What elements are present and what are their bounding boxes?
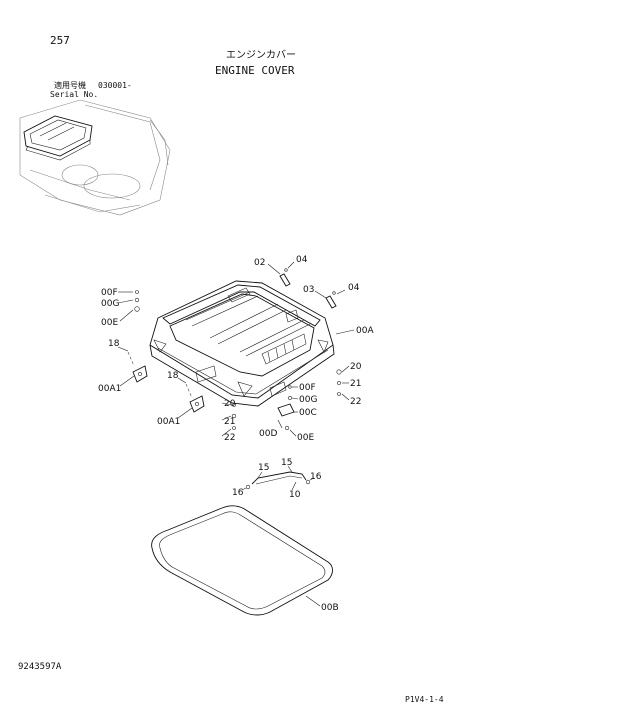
callout-00d: 00D (259, 429, 277, 439)
stay-rod-10 (241, 465, 315, 491)
callout-00e: 00E (297, 433, 314, 443)
hinge-00a1-mid (185, 383, 205, 413)
callout-00g: 00G (101, 299, 119, 309)
serial-label-english: Serial No. (50, 90, 98, 99)
page-number: 257 (50, 34, 70, 47)
fastener-stack-mid (221, 402, 237, 437)
callout-15: 15 (258, 463, 269, 473)
fastener-stack-left (117, 290, 140, 322)
callout-00a1: 00A1 (157, 417, 180, 427)
drawing-number: 9243597A (18, 662, 62, 672)
callout-00a: 00A (356, 326, 374, 336)
fastener-stack-right (336, 365, 350, 401)
callout-20: 20 (350, 362, 362, 372)
serial-label-japanese: 適用号機 (54, 80, 86, 90)
callout-18: 18 (108, 339, 120, 349)
callout-22: 22 (350, 397, 361, 407)
title-japanese: エンジンカバー (226, 49, 296, 61)
page-code: P1V4-1-4 (405, 695, 444, 704)
engine-cover-assembly (149, 280, 335, 407)
callout-18: 18 (167, 371, 179, 381)
callout-04: 04 (348, 283, 360, 293)
callout-00f: 00F (101, 288, 118, 298)
bracket-03 (314, 289, 346, 309)
callout-22: 22 (224, 433, 235, 443)
callout-03: 03 (303, 285, 314, 295)
callout-16: 16 (310, 472, 322, 482)
callout-04: 04 (296, 255, 308, 265)
title-english: ENGINE COVER (215, 64, 295, 77)
callout-00e: 00E (101, 318, 118, 328)
callout-00f: 00F (299, 383, 316, 393)
fastener-stack-lower-right (277, 385, 299, 437)
callout-00a1: 00A1 (98, 384, 121, 394)
machine-overview-thumbnail (19, 99, 171, 216)
callout-20: 20 (224, 399, 236, 409)
callout-21: 21 (350, 379, 361, 389)
cover-seal-00b (151, 505, 333, 616)
callout-16: 16 (232, 488, 244, 498)
callout-15: 15 (281, 458, 292, 468)
callout-21: 21 (224, 417, 235, 427)
callout-00c: 00C (299, 408, 317, 418)
hinge-00a1-left (127, 351, 148, 383)
callout-00g: 00G (299, 395, 317, 405)
serial-value: 030001- (98, 81, 132, 90)
callout-10: 10 (289, 490, 301, 500)
bracket-02 (267, 261, 295, 287)
callout-02: 02 (254, 258, 265, 268)
callout-00b: 00B (321, 603, 339, 613)
